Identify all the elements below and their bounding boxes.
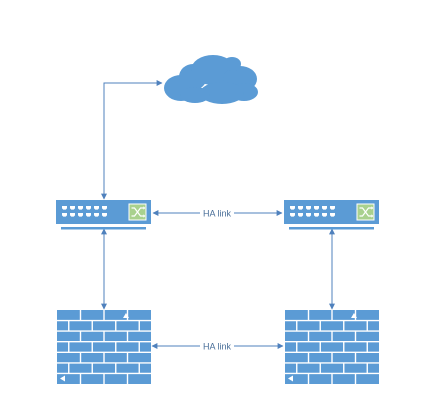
- cloud-icon: [164, 55, 258, 104]
- firewall-brick-icon: [56, 309, 152, 385]
- firewall-ha-link-label: HA link: [203, 342, 232, 352]
- right-switch: [284, 200, 379, 230]
- switch-ha-link-label: HA link: [203, 209, 232, 219]
- left-switch: [56, 200, 151, 230]
- right-firewall: [284, 309, 380, 385]
- network-switch-icon: [284, 200, 379, 230]
- connectors: [101, 80, 335, 349]
- network-switch-icon: [56, 200, 151, 230]
- left-firewall: [56, 309, 152, 385]
- firewall-brick-icon: [284, 309, 380, 385]
- cloud-to-left-switch-link: [101, 80, 163, 200]
